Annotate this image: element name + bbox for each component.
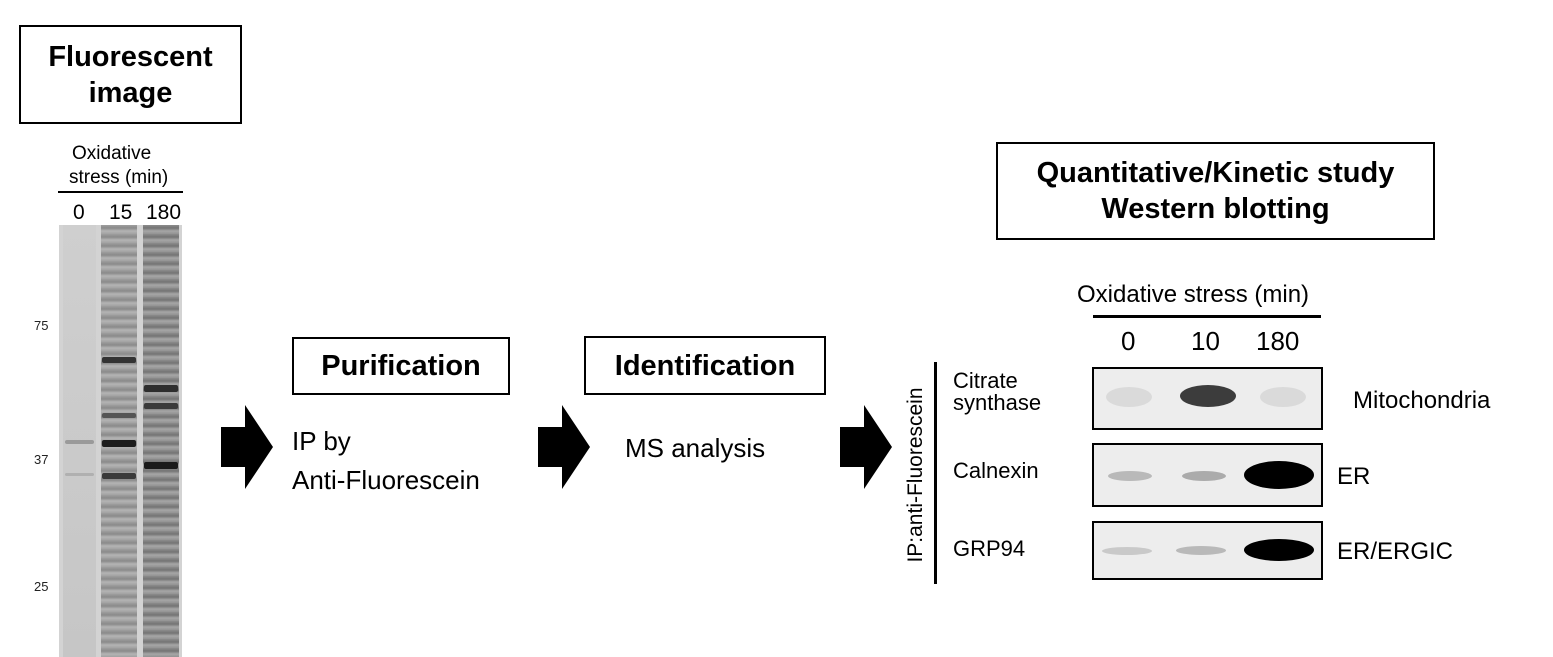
ip-anti-fluorescein-label: IP:anti-Fluorescein: [904, 387, 927, 563]
protein-label-line1: GRP94: [953, 536, 1026, 561]
western-blot-calnexin: [1092, 443, 1323, 507]
quant-box-line1: Quantitative/Kinetic study: [1036, 157, 1395, 189]
gel-lane-label-1: 15: [109, 201, 133, 224]
protein-label-line1: Calnexin: [953, 458, 1039, 483]
western-lane-label-2: 180: [1256, 326, 1300, 356]
gel-header-line2: stress (min): [69, 167, 169, 188]
blot-band: [1180, 385, 1236, 407]
blot-band: [1260, 387, 1306, 407]
purification-line2: Anti-Fluorescein: [292, 465, 480, 495]
arrow-right-icon: [538, 405, 590, 489]
western-blot-grp94: [1092, 521, 1323, 580]
protein-label-line1: Citrate: [953, 368, 1018, 393]
western-header-underline: [1093, 315, 1321, 318]
mw-marker-37: 37: [34, 452, 49, 467]
arrow-right-icon: [840, 405, 892, 489]
fluorescent-image-box: Fluorescent image: [19, 25, 242, 124]
location-label: ER/ERGIC: [1337, 538, 1454, 565]
blot-band: [1106, 387, 1152, 407]
western-header: Oxidative stress (min): [1077, 281, 1310, 308]
ip-bracket-line: [934, 362, 937, 584]
quantitative-kinetic-box: Quantitative/Kinetic study Western blott…: [996, 142, 1435, 240]
blot-band: [1102, 547, 1152, 555]
blot-band: [1244, 539, 1314, 561]
location-label: ER: [1337, 463, 1371, 490]
blot-band: [1176, 546, 1226, 555]
quant-box-line2: Western blotting: [1101, 193, 1330, 225]
blot-band: [1108, 471, 1152, 481]
gel-lane-label-2: 180: [146, 201, 182, 224]
purification-box: Purification: [292, 337, 510, 395]
fluorescent-gel-image: [59, 225, 182, 657]
gel-header-underline: [58, 191, 183, 193]
blot-band: [1182, 471, 1226, 481]
gel-lane-label-0: 0: [73, 201, 85, 224]
purification-title: Purification: [321, 350, 481, 382]
location-label: Mitochondria: [1353, 387, 1491, 414]
fluorescent-box-line2: image: [88, 76, 173, 109]
blot-band: [1244, 461, 1314, 489]
identification-box: Identification: [584, 336, 826, 395]
mw-marker-75: 75: [34, 318, 49, 333]
gel-lane-0: [63, 225, 96, 657]
western-lane-label-1: 10: [1191, 326, 1220, 356]
gel-lane-180: [143, 225, 179, 657]
gel-lane-15: [101, 225, 137, 657]
identification-text: MS analysis: [625, 433, 766, 463]
purification-line1: IP by: [292, 426, 351, 456]
western-lane-label-0: 0: [1121, 326, 1136, 356]
gel-header-line1: Oxidative: [72, 143, 152, 164]
protein-label-line2: synthase: [953, 390, 1042, 415]
western-blot-citrate-synthase: [1092, 367, 1323, 430]
identification-title: Identification: [614, 349, 796, 382]
arrow-right-icon: [221, 405, 273, 489]
mw-marker-25: 25: [34, 579, 49, 594]
fluorescent-box-line1: Fluorescent: [48, 40, 213, 73]
